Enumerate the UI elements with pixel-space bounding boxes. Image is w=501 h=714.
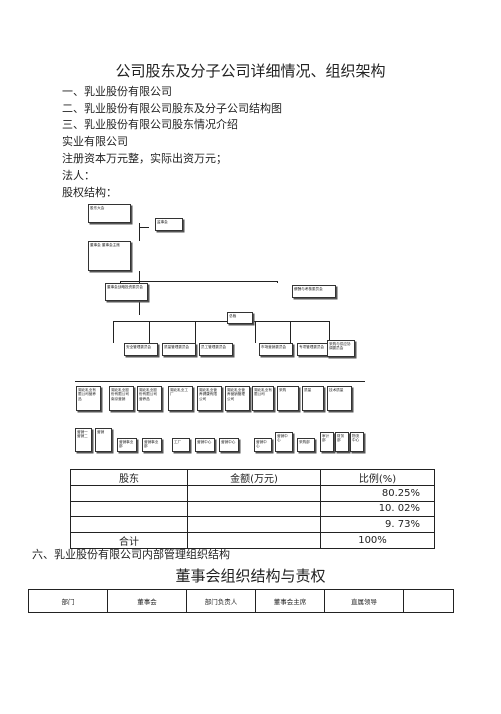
header-amount: 金额(万元): [187, 469, 321, 486]
committee-box: 质量管理委员会: [162, 343, 196, 356]
unit-box: 物流中心: [350, 432, 364, 452]
cell: [70, 485, 188, 502]
total-label: 合计: [70, 531, 188, 549]
subsidiary-box: 湖北乳业营养营销管理公司: [225, 386, 250, 411]
ratio-cell: 9. 73%: [320, 516, 435, 533]
unit-box: 审计部: [320, 432, 334, 452]
unit-box: 营销中心: [195, 438, 215, 452]
department-box: 质量: [302, 386, 324, 411]
cell: [187, 485, 321, 502]
company-name: 实业有限公司: [62, 135, 128, 148]
president-box: 总裁: [227, 312, 253, 324]
committee-box: 市场营销委员会: [259, 343, 293, 356]
subsidiary-box: 湖北乳业有限公司: [252, 386, 274, 411]
board-structure-title: 董事会组织结构与责权: [175, 567, 326, 585]
subsidiary-box: 湖北乳业工厂: [168, 386, 193, 411]
department-box: 采购: [277, 386, 299, 411]
ratio-cell: 10. 02%: [320, 500, 435, 517]
org-chart: 股东大会 监事会 董事会 董事会主席 董事会战略投资委员会 薪酬与考核委员会 总…: [75, 200, 365, 462]
supervisors-box: 监事会: [155, 218, 183, 231]
unit-box: 营销事业部: [117, 438, 137, 452]
ratio-cell: 80.25%: [320, 485, 435, 502]
cell: [187, 516, 321, 533]
committee-box: 员工管理委员会: [199, 343, 233, 356]
subsidiary-box: 湖北乳业有限公司营养品: [76, 386, 101, 411]
subsidiary-box: 湖北乳业股份有限公司营养品: [137, 386, 162, 411]
total-ratio: 100%: [320, 531, 435, 549]
header-board: 董事会: [107, 589, 187, 613]
committee-box: 采购与供应协调委员会: [327, 340, 355, 357]
unit-box: 营销中心: [254, 438, 272, 452]
registered-capital: 注册资本万元整，实际出资万元；: [62, 152, 227, 165]
header-department: 部门: [28, 589, 108, 613]
section-1: 一、乳业股份有限公司: [62, 85, 172, 98]
section-2: 二、乳业股份有限公司股东及分子公司结构图: [62, 102, 282, 115]
document-title: 公司股东及分子公司详细情况、组织架构: [115, 62, 386, 80]
unit-box: 财务部: [335, 432, 349, 452]
cell: [187, 500, 321, 517]
header-direct-leader: 直属领导: [324, 589, 404, 613]
section-3: 三、乳业股份有限公司股东情况介绍: [62, 118, 238, 131]
department-box: 技术质量: [327, 386, 352, 411]
header-blank: [403, 589, 454, 613]
header-chairman: 董事会主席: [255, 589, 325, 613]
cell: [70, 500, 188, 517]
board-box: 董事会 董事会主席: [88, 241, 131, 271]
section-6: 六、乳业股份有限公司内部管理组织结构: [32, 548, 230, 561]
committee-box: 安全管理委员会: [124, 343, 158, 356]
compensation-committee-box: 薪酬与考核委员会: [292, 285, 336, 298]
unit-box: 营销中心: [275, 432, 293, 452]
header-dept-head: 部门负责人: [186, 589, 256, 613]
subsidiary-box: 湖北乳业营养健康有限公司: [197, 386, 222, 411]
equity-structure-label: 股权结构：: [62, 186, 117, 199]
header-ratio: 比例(%): [320, 469, 435, 486]
committee-box: 专项管理委员会: [297, 343, 331, 356]
shareholders-meeting-box: 股东大会: [88, 204, 131, 223]
strategy-committee-box: 董事会战略投资委员会: [105, 283, 148, 301]
board-duty-table: 部门 董事会 部门负责人 董事会主席 直属领导: [28, 589, 454, 613]
header-shareholder: 股东: [70, 469, 188, 486]
unit-box: 营销中心: [219, 438, 239, 452]
unit-box: 采购部: [297, 438, 315, 452]
cell: [70, 516, 188, 533]
legal-person: 法人：: [62, 169, 95, 182]
unit-box: 营销事业部: [142, 438, 162, 452]
shareholder-table: 股东 金额(万元) 比例(%) 80.25% 10. 02% 9. 73% 合计…: [70, 469, 435, 549]
subsidiary-box: 湖北乳业股份有限公司南京营销: [109, 386, 134, 411]
unit-box: 工厂: [172, 438, 190, 452]
unit-box: 营销一营销二: [75, 428, 92, 452]
unit-box: 营销: [95, 428, 112, 452]
